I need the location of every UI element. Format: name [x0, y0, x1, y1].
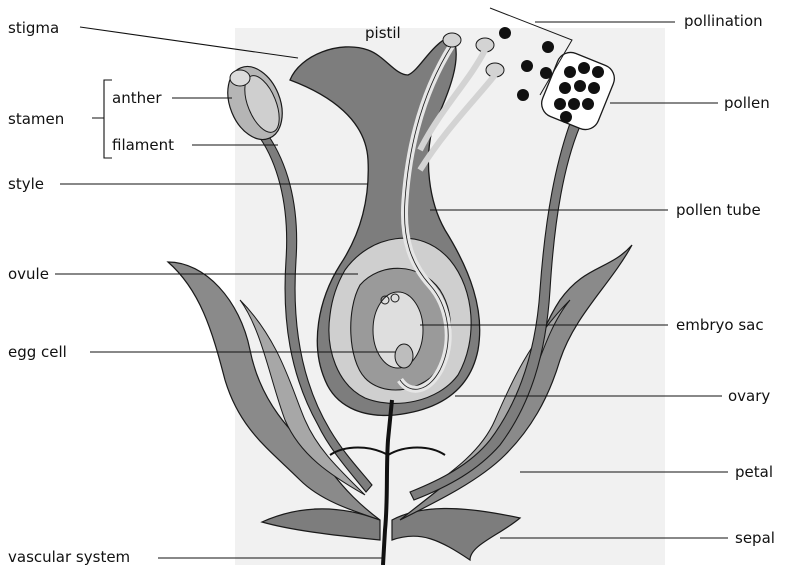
label-petal: petal	[735, 463, 773, 481]
label-stigma: stigma	[8, 19, 59, 37]
label-anther: anther	[112, 89, 162, 107]
egg-cell	[395, 344, 413, 368]
label-pollination: pollination	[684, 12, 763, 30]
label-ovule: ovule	[8, 265, 49, 283]
label-pollen-tube: pollen tube	[676, 201, 761, 219]
label-ovary: ovary	[728, 387, 770, 405]
label-egg-cell: egg cell	[8, 343, 67, 361]
label-stamen: stamen	[8, 110, 64, 128]
label-pollen: pollen	[724, 94, 770, 112]
label-embryo-sac: embryo sac	[676, 316, 764, 334]
label-filament: filament	[112, 136, 174, 154]
label-vascular-system: vascular system	[8, 548, 130, 565]
label-sepal: sepal	[735, 529, 775, 547]
label-pistil: pistil	[365, 24, 401, 42]
label-style: style	[8, 175, 44, 193]
